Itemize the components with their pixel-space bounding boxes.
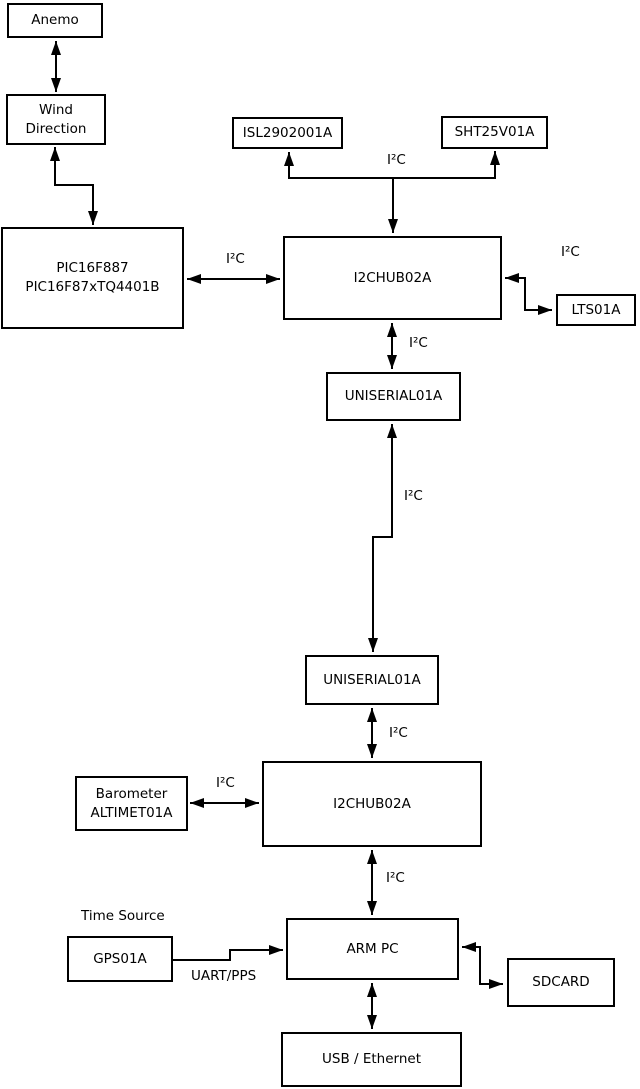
connector-hub1-sht [393, 151, 500, 179]
node-sht25v01a-label: SHT25V01A [454, 124, 535, 141]
node-pic16f887-line2: PIC16F87xTQ4401B [25, 279, 160, 295]
annotation-time-source: Time Source [81, 908, 165, 924]
node-arm-pc: ARM PC [286, 918, 459, 980]
connector-hub1-isl [284, 152, 393, 179]
edge-label-i2c-hub1-serial1: I²C [409, 335, 428, 351]
node-pic16f887-line1: PIC16F887 [56, 260, 129, 277]
edge-label-i2c-serial1-serial2: I²C [404, 488, 423, 504]
node-uniserial01a-upper-label: UNISERIAL01A [344, 388, 443, 405]
edge-label-i2c-serial2-hub2: I²C [389, 725, 408, 741]
node-lts01a: LTS01A [556, 294, 636, 326]
node-gps01a-label: GPS01A [93, 950, 147, 967]
node-wind-direction: Wind Direction [6, 94, 106, 145]
node-isl2902001a: ISL2902001A [232, 117, 343, 149]
connector-hub1-lts [505, 273, 552, 315]
connector-armpc-sdcard [462, 942, 503, 989]
node-i2chub02a-lower: I2CHUB02A [262, 761, 482, 847]
connector-gps-armpc [173, 945, 283, 961]
node-lts01a-label: LTS01A [571, 301, 621, 318]
node-uniserial01a-lower: UNISERIAL01A [305, 655, 439, 705]
node-uniserial01a-lower-label: UNISERIAL01A [323, 671, 421, 688]
node-sht25v01a: SHT25V01A [441, 116, 548, 149]
node-anemo-label: Anemo [31, 12, 79, 29]
edge-label-i2c-top-sensors: I²C [387, 152, 406, 168]
node-sdcard-label: SDCARD [532, 974, 590, 991]
edge-label-i2c-barometer: I²C [216, 775, 235, 791]
connector-wind-pic [50, 147, 98, 225]
node-isl2902001a-label: ISL2902001A [242, 124, 333, 141]
node-i2chub02a-upper: I2CHUB02A [283, 236, 502, 320]
connector-serial1-serial2 [368, 424, 397, 652]
node-barometer-line1: Barometer [95, 785, 168, 802]
edge-label-i2c-pic-hub1: I²C [226, 251, 245, 267]
node-sdcard: SDCARD [507, 958, 615, 1007]
node-usb-ethernet-label: USB / Ethernet [322, 1051, 421, 1068]
node-barometer-line2: ALTIMET01A [90, 804, 173, 821]
node-pic16f887: PIC16F887 PIC16F87xTQ4401B [1, 227, 184, 329]
node-wind-direction-line2: Direction [25, 120, 87, 137]
edge-label-uart-pps: UART/PPS [191, 968, 257, 984]
node-gps01a: GPS01A [67, 936, 173, 982]
node-i2chub02a-upper-label: I2CHUB02A [353, 269, 432, 286]
node-usb-ethernet: USB / Ethernet [281, 1032, 462, 1087]
node-anemo: Anemo [7, 3, 103, 38]
node-uniserial01a-upper: UNISERIAL01A [326, 372, 461, 421]
edge-label-i2c-lts: I²C [561, 244, 580, 260]
node-barometer-altimet01a: Barometer ALTIMET01A [75, 776, 188, 831]
edge-label-i2c-hub2-armpc: I²C [386, 870, 405, 886]
node-wind-direction-line1: Wind [39, 101, 73, 118]
node-arm-pc-label: ARM PC [346, 940, 399, 957]
node-i2chub02a-lower-label: I2CHUB02A [333, 795, 411, 812]
